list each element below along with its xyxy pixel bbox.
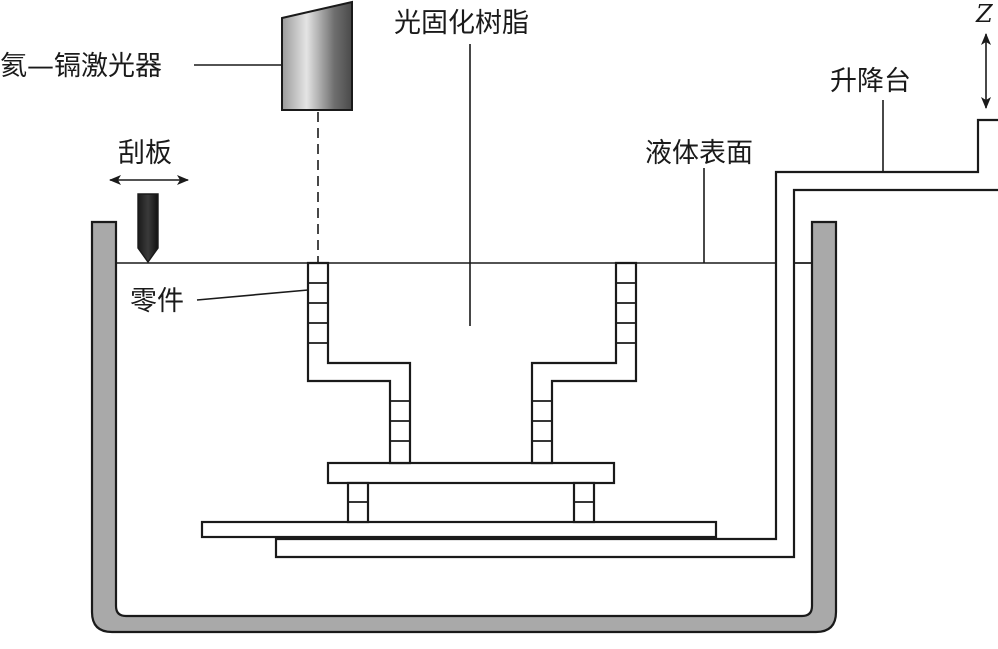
part-body (306, 261, 638, 465)
platform-top-plate (326, 461, 616, 485)
liquid-surface-label: 液体表面 (645, 138, 753, 169)
laser-label: 氦—镉激光器 (0, 51, 162, 82)
platform-base-plate (200, 520, 718, 539)
resin-label: 光固化树脂 (394, 8, 529, 39)
scraper-label: 刮板 (118, 138, 172, 169)
part-label: 零件 (130, 286, 184, 317)
resin-vat (90, 220, 838, 634)
elevator-arm (274, 118, 998, 559)
laser-head (281, 0, 353, 111)
support-pillars (346, 481, 596, 524)
part-layer-lines (308, 282, 636, 442)
platform-label: 升降台 (830, 66, 911, 97)
scraper-blade (137, 193, 159, 264)
z-axis-label: Z (975, 0, 994, 28)
part-leader-line (196, 289, 309, 301)
